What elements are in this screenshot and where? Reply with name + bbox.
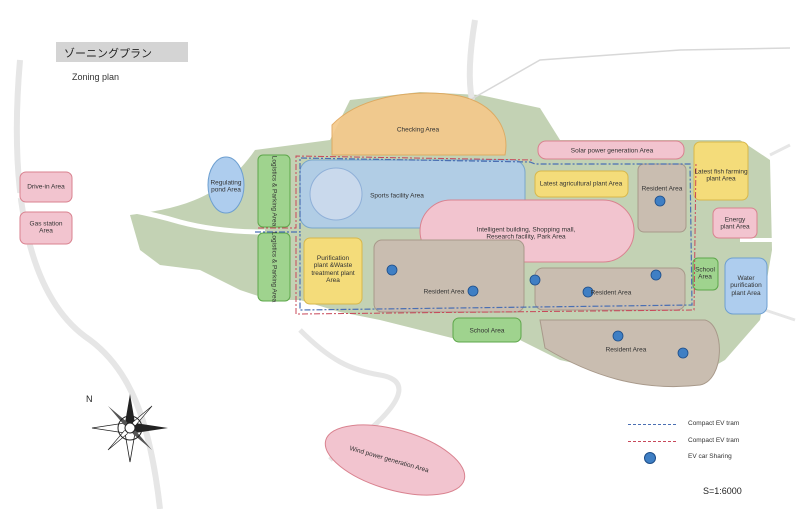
north-road	[466, 19, 478, 101]
ev-dot	[612, 330, 624, 342]
right-road	[764, 143, 796, 322]
label-resident-top: Resident Area	[641, 185, 683, 193]
ev-dot-icon	[644, 452, 656, 464]
school-right	[692, 257, 719, 291]
label-school-right: School Area	[695, 266, 715, 281]
agri-area	[534, 170, 629, 198]
wind-area	[324, 424, 466, 496]
label-resident-bottom: Resident Area	[605, 346, 647, 354]
label-agri: Latest agricultural plant Area	[539, 180, 623, 188]
water-area	[724, 257, 768, 315]
fish-area	[693, 141, 749, 201]
title-bar: ゾーニングプラン	[56, 42, 188, 62]
title-en: Zoning plan	[72, 72, 120, 82]
label-purif: Purification plant &Waste treatment plan…	[311, 255, 355, 285]
scale-label: S=1:6000	[703, 486, 742, 496]
label-sports: Sports facility Area	[370, 192, 424, 200]
resident-mid	[534, 267, 686, 311]
legend-label: Compact EV tram	[688, 420, 740, 427]
legend-red-tram: Compact EV tram	[628, 436, 788, 448]
label-water: Water purification plant Area	[730, 274, 762, 297]
resident-bottom	[539, 319, 720, 388]
stadium	[309, 167, 363, 221]
label-checking: Checking Area	[396, 126, 440, 134]
label-school-bottom: School Area	[469, 327, 505, 335]
ev-dot	[677, 347, 689, 359]
ev-dot	[529, 274, 541, 286]
label-logistics-top: Logistics & Parking Area	[270, 155, 278, 227]
label-gas: Gas station Area	[29, 220, 63, 235]
ev-dot	[386, 264, 398, 276]
legend-line-blue	[628, 424, 676, 425]
compass-icon: N	[86, 394, 168, 463]
label-solar: Solar power generation Area	[570, 147, 654, 155]
label-resident-mid: Resident Area	[590, 289, 632, 297]
logistics-bottom	[257, 232, 291, 302]
legend-ev-sharing: EV car Sharing	[628, 452, 788, 464]
label-drivein: Drive-in Area	[27, 183, 65, 191]
resident-left	[373, 239, 525, 313]
legend-label: Compact EV tram	[688, 437, 740, 444]
label-energy: Energy plant Area	[720, 216, 750, 231]
regulating-pond	[207, 156, 245, 214]
school-bottom	[452, 317, 522, 343]
legend-label: EV car Sharing	[688, 453, 732, 460]
ev-dot	[582, 286, 594, 298]
legend-line-red	[628, 441, 676, 442]
label-intelligent: Intelligent building, Shopping mall, Res…	[476, 226, 576, 241]
logistics-top	[257, 154, 291, 228]
label-reg-pond: Regulating pond Area	[210, 179, 242, 194]
compass-north: N	[86, 394, 93, 404]
title-jp: ゾーニングプラン	[64, 48, 152, 60]
tram-route-red	[258, 155, 697, 315]
ev-dot	[467, 285, 479, 297]
gas-area	[19, 211, 73, 245]
label-fish: Latest fish farming plant Area	[694, 168, 748, 183]
drivein-area	[19, 171, 73, 203]
energy-area	[712, 207, 758, 239]
ev-dot	[654, 195, 666, 207]
outer-line	[469, 47, 791, 101]
tram-route-blue	[255, 157, 693, 311]
label-logistics-bottom: Logistics & Parking Area	[270, 231, 278, 303]
checking-area	[331, 92, 507, 156]
solar-area	[537, 140, 685, 160]
legend-blue-tram: Compact EV tram	[628, 419, 788, 431]
label-resident-left: Resident Area	[423, 288, 465, 296]
purification-area	[303, 237, 363, 305]
ev-dot	[650, 269, 662, 281]
